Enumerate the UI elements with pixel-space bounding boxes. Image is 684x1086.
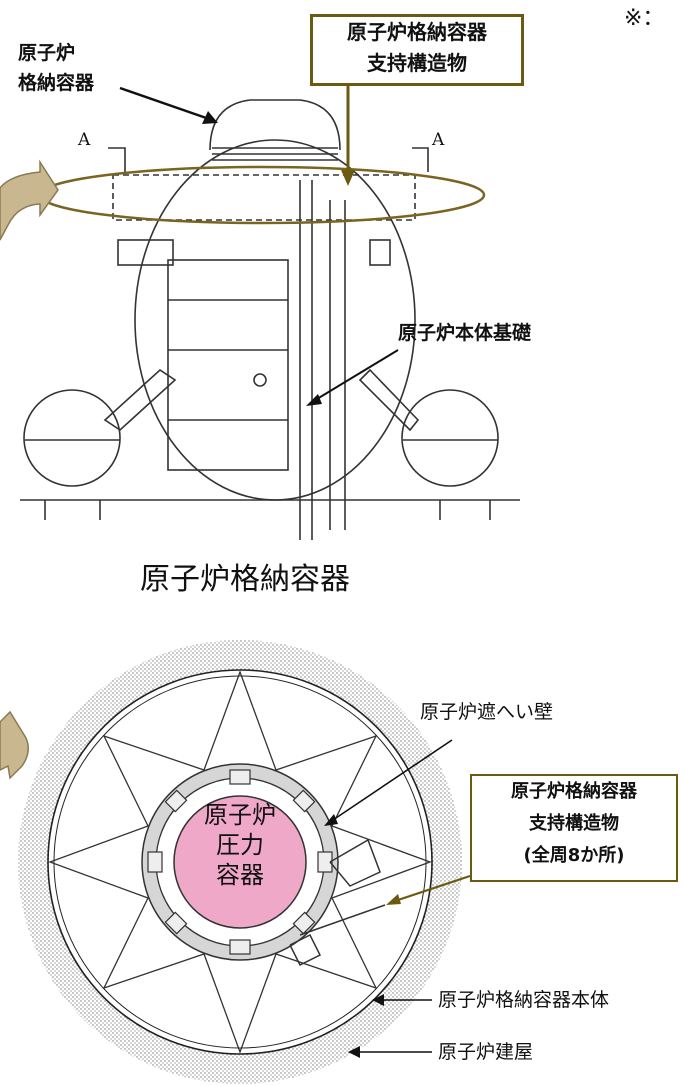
rpv-circle [173,795,307,929]
section-highlight-ellipse [38,165,486,225]
plan-support-line3: (全周8か所) [523,845,625,866]
containment-elevation-drawing [20,99,520,540]
plan-support-box: 原子炉格納容器 支持構造物 (全周8か所) [470,774,678,882]
support-structure-box: 原子炉格納容器 支持構造物 [310,14,524,86]
section-mark-left: A [78,130,91,150]
curved-arrow-top-icon [0,159,59,241]
support-plan-arrow [391,874,471,904]
curved-arrow-plan-icon [0,710,29,780]
elevation-caption: 原子炉格納容器 [140,562,350,597]
corner-mark: ※： [624,6,665,31]
shield-wall-arrow [329,739,453,823]
containment-arrow [119,86,213,122]
plan-support-line2: 支持構造物 [529,813,619,834]
building-label: 原子炉建屋 [438,1041,534,1063]
support-arrowhead [341,170,355,186]
foundation-arrow [311,349,399,403]
pcv-body-label: 原子炉格納容器本体 [438,989,610,1011]
plan-view-drawing [18,640,462,1084]
foundation-arrowhead [306,394,322,406]
support-box-line1: 原子炉格納容器 [347,20,487,44]
rpv-label-line2: 圧力 [216,831,264,859]
section-mark-right: A [432,130,445,150]
containment-arrowhead [202,111,218,124]
plan-support-line1: 原子炉格納容器 [511,781,637,802]
support-box-line2: 支持構造物 [367,51,467,75]
containment-label-line1: 原子炉 [18,42,76,64]
foundation-label: 原子炉本体基礎 [398,322,532,344]
rpv-label: 原子炉 圧力 容器 [188,800,292,890]
shield-wall-label: 原子炉遮へい壁 [420,701,554,723]
rpv-label-line1: 原子炉 [204,801,276,829]
containment-label-line2: 格納容器 [18,72,95,94]
rpv-label-line3: 容器 [216,861,264,889]
